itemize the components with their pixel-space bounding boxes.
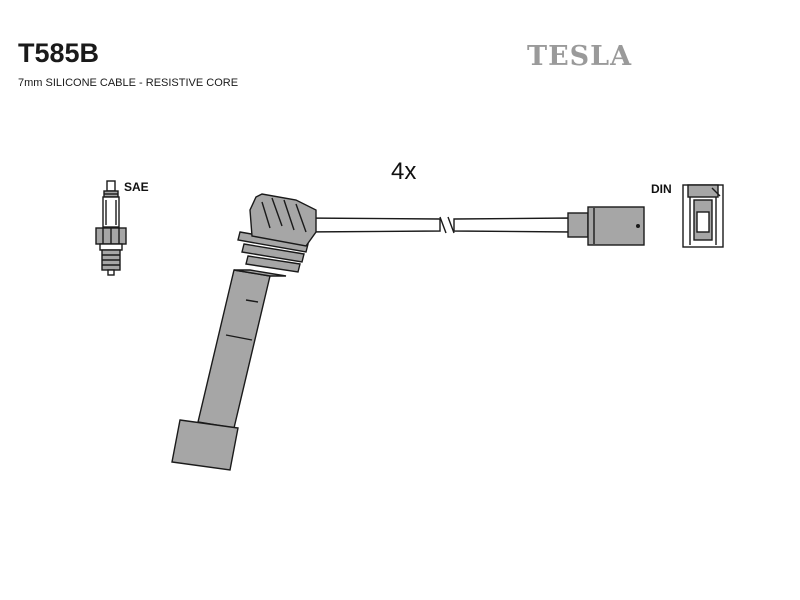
quantity-label: 4x: [391, 158, 417, 185]
coil-boot: [171, 193, 317, 471]
spark-plug-connector-label: SAE: [124, 180, 149, 194]
brand-logo: TESLA: [527, 41, 633, 72]
cable-description: 7mm SILICONE CABLE - RESISTIVE CORE: [18, 77, 239, 89]
distributor-boot: [567, 206, 645, 246]
ignition-cable: [299, 216, 573, 234]
distributor-connector-label: DIN: [651, 182, 672, 196]
spark-plug-icon: [95, 180, 127, 276]
part-number: T585B: [18, 38, 100, 68]
din-terminal-icon: [682, 184, 724, 248]
